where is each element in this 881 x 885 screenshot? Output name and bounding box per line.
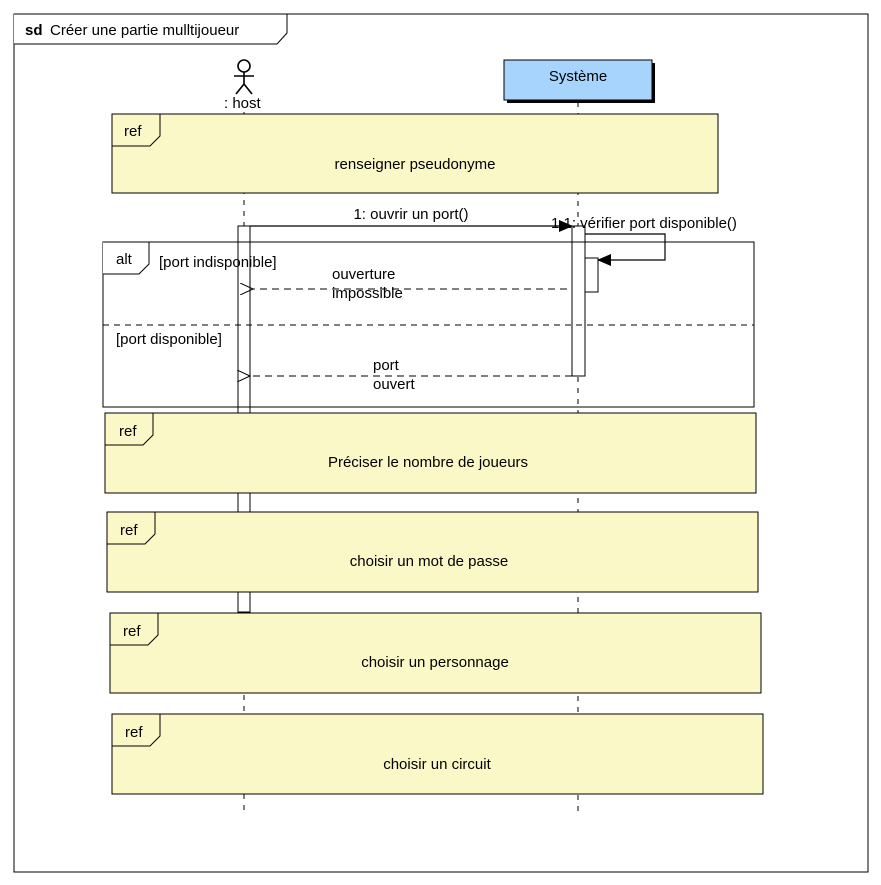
ref-label: choisir un mot de passe	[350, 553, 508, 570]
system-activation	[571, 225, 586, 377]
ref-label: Préciser le nombre de joueurs	[328, 454, 528, 471]
ref-fragment: ref Préciser le nombre de joueurs	[104, 412, 757, 494]
ref-fragment: ref renseigner pseudonyme	[111, 113, 719, 194]
frame-keyword: sd	[25, 22, 43, 39]
ref-keyword: ref	[120, 522, 138, 539]
system-label: Système	[549, 68, 607, 85]
return-ouverture-line2: impossible	[332, 285, 403, 302]
alt-guard-indisponible: [port indisponible]	[159, 254, 277, 271]
ref-keyword: ref	[124, 123, 142, 140]
ref-fragment: ref choisir un mot de passe	[106, 511, 759, 593]
ref-label: choisir un circuit	[383, 756, 491, 773]
actor-icon	[234, 59, 254, 95]
frame-title-tab	[14, 13, 288, 45]
alt-fragment: alt [port indisponible] [port disponible…	[102, 241, 755, 408]
ref-fragment: ref choisir un personnage	[109, 612, 762, 694]
alt-guard-disponible: [port disponible]	[116, 331, 222, 348]
message-verifier-port	[585, 233, 666, 266]
ref-label: renseigner pseudonyme	[335, 156, 496, 173]
return-ouverture-line1: ouverture	[332, 266, 395, 283]
ref-keyword: ref	[119, 423, 137, 440]
system-header	[503, 59, 653, 101]
return-port-line1: port	[373, 357, 400, 374]
return-port-line2: ouvert	[373, 376, 416, 393]
ref-label: choisir un personnage	[361, 654, 509, 671]
system-nested-activation	[584, 257, 599, 293]
ref-keyword: ref	[125, 724, 143, 741]
ref-keyword: ref	[123, 623, 141, 640]
frame-title: Créer une partie mulltijoueur	[50, 22, 239, 39]
ref-fragment: ref choisir un circuit	[111, 713, 764, 795]
message-ouvrir-port-label: 1: ouvrir un port()	[353, 206, 468, 223]
alt-keyword: alt	[116, 251, 133, 268]
actor-label: : host	[224, 95, 262, 112]
message-verifier-port-label: 1.1: vérifier port disponible()	[551, 215, 737, 232]
